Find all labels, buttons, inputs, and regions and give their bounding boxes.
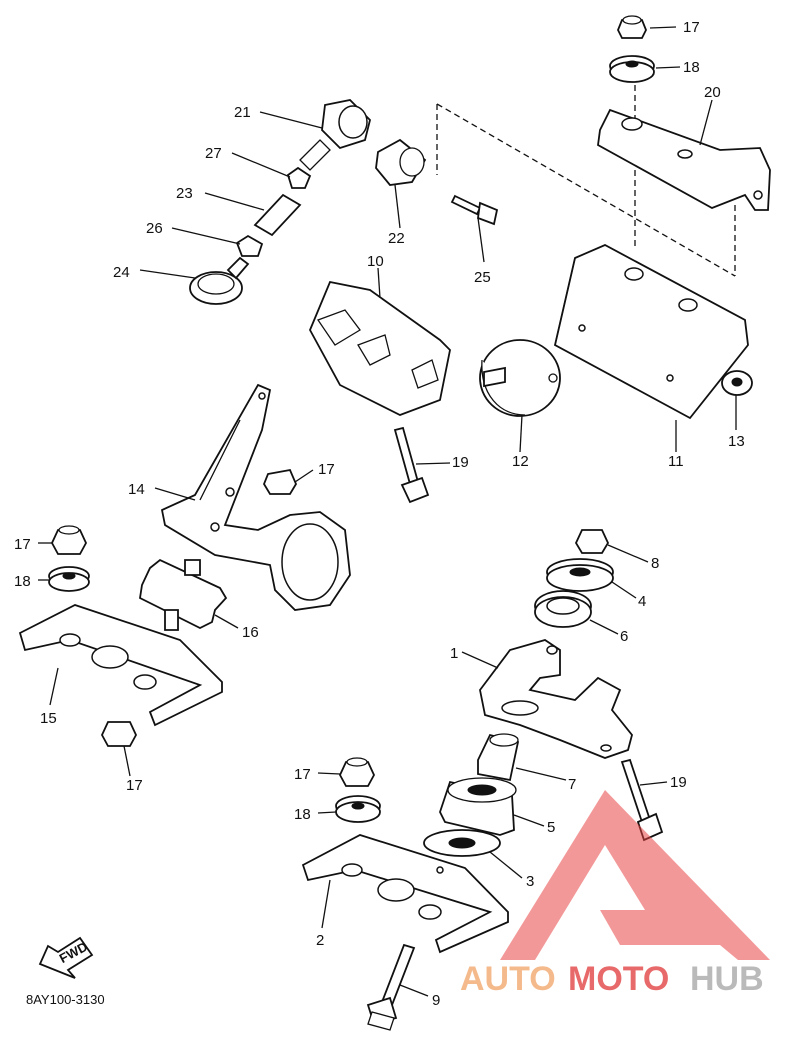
part-18-washer-top [609,55,655,83]
label-17-mid: 17 [318,461,335,478]
label-13: 13 [728,433,745,450]
leader-lines [38,26,737,997]
part-14-bracket [160,383,351,611]
label-18-top: 18 [683,59,700,76]
part-3-washer [423,829,501,857]
part-24-bolt [189,256,250,305]
label-9: 9 [432,992,440,1009]
part-20-bracket [597,108,771,211]
label-24: 24 [113,264,130,281]
part-19-bolt-top [393,426,430,504]
part-15-plate [18,604,223,727]
part-7-sleeve [477,733,520,782]
part-18-washer-left [48,566,90,592]
label-20: 20 [704,84,721,101]
label-19-mid: 19 [452,454,469,471]
watermark-logo: AUTO MOTO HUB [460,790,770,998]
label-17-bottom: 17 [294,766,311,783]
part-4-washer [546,558,614,592]
label-1: 1 [450,645,458,662]
part-25-bolt [450,194,499,226]
part-5-cushion [439,777,517,836]
label-16: 16 [242,624,259,641]
part-9-bolt [366,943,416,1031]
watermark-auto: AUTO [460,960,556,998]
label-26: 26 [146,220,163,237]
label-12: 12 [512,453,529,470]
part-1-bracket [479,639,633,759]
label-18-bottom: 18 [294,806,311,823]
label-3: 3 [526,873,534,890]
label-4: 4 [638,593,646,610]
label-19-right: 19 [670,774,687,791]
part-17-nut-left [50,525,88,555]
watermark-triangle-icon [500,790,770,960]
label-2: 2 [316,932,324,949]
label-22: 22 [388,230,405,247]
label-17-top: 17 [683,19,700,36]
part-12-damper [479,339,561,417]
part-21-rod-end [299,99,371,171]
label-18-left: 18 [14,573,31,590]
part-13-nut [721,370,753,396]
part-22-bushing [375,138,427,186]
part-18-washer-bottom [335,795,381,823]
part-17-nut-bottom-left [100,721,138,747]
label-14: 14 [128,481,145,498]
part-16-mount [139,558,228,631]
part-26-nut [235,234,264,257]
watermark-hub: HUB [690,960,764,998]
label-21: 21 [234,104,251,121]
part-8-nut [574,529,610,554]
part-labels: 17 18 20 21 27 23 26 24 22 25 10 19 12 1… [14,19,745,1009]
part-23-sleeve [253,193,302,237]
label-15: 15 [40,710,57,727]
label-25: 25 [474,269,491,286]
part-27-nut [286,166,312,189]
part-11-cover [553,244,749,420]
label-17-bottom-left: 17 [126,777,143,794]
label-7: 7 [568,776,576,793]
label-17-left: 17 [14,536,31,553]
part-17-nut-top [617,15,647,39]
part-10-bracket [309,280,451,416]
label-8: 8 [651,555,659,572]
part-2-plate [301,834,509,954]
watermark-moto: MOTO [568,960,669,998]
alignment-lines [436,85,736,277]
diagram-code: 8AY100-3130 [26,992,105,1007]
label-6: 6 [620,628,628,645]
label-5: 5 [547,819,555,836]
label-11: 11 [668,453,684,470]
part-17-nut-bottom [338,757,376,787]
label-10: 10 [367,253,384,270]
fwd-arrow-icon: FWD [38,936,94,979]
part-17-nut-mid [262,468,298,495]
label-23: 23 [176,185,193,202]
part-6-bushing [534,590,592,628]
label-27: 27 [205,145,222,162]
